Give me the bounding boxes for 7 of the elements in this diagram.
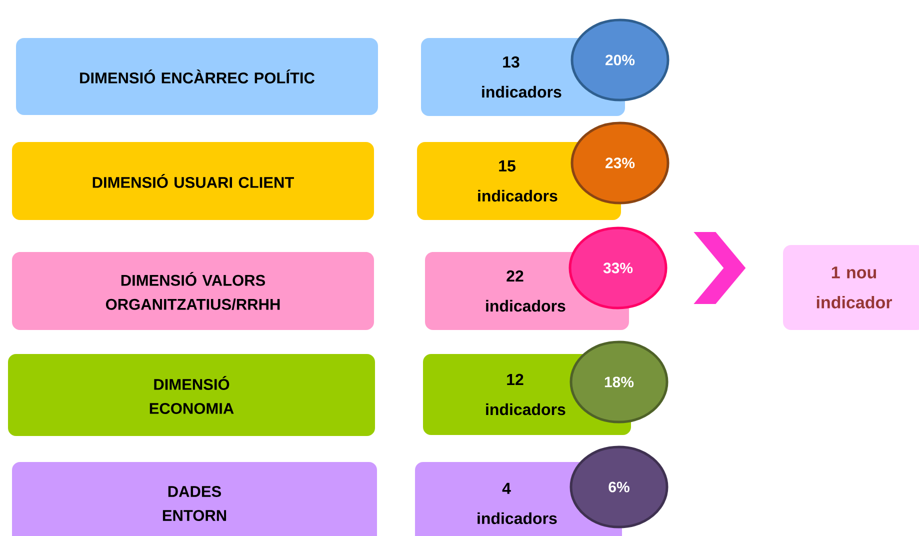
dimension-box: DIMENSIÓ ECONOMIA [8,354,375,436]
dimension-box: DIMENSIÓ ENCÀRREC POLÍTIC [16,38,378,115]
dimension-box: DADES ENTORN [12,462,377,536]
dimension-box: DIMENSIÓ VALORS ORGANITZATIUS/RRHH [12,252,374,330]
dimension-box: DIMENSIÓ USUARI CLIENT [12,142,374,220]
chevron-arrow [694,232,746,304]
new-indicator-box: 1 nou indicador [783,245,919,330]
